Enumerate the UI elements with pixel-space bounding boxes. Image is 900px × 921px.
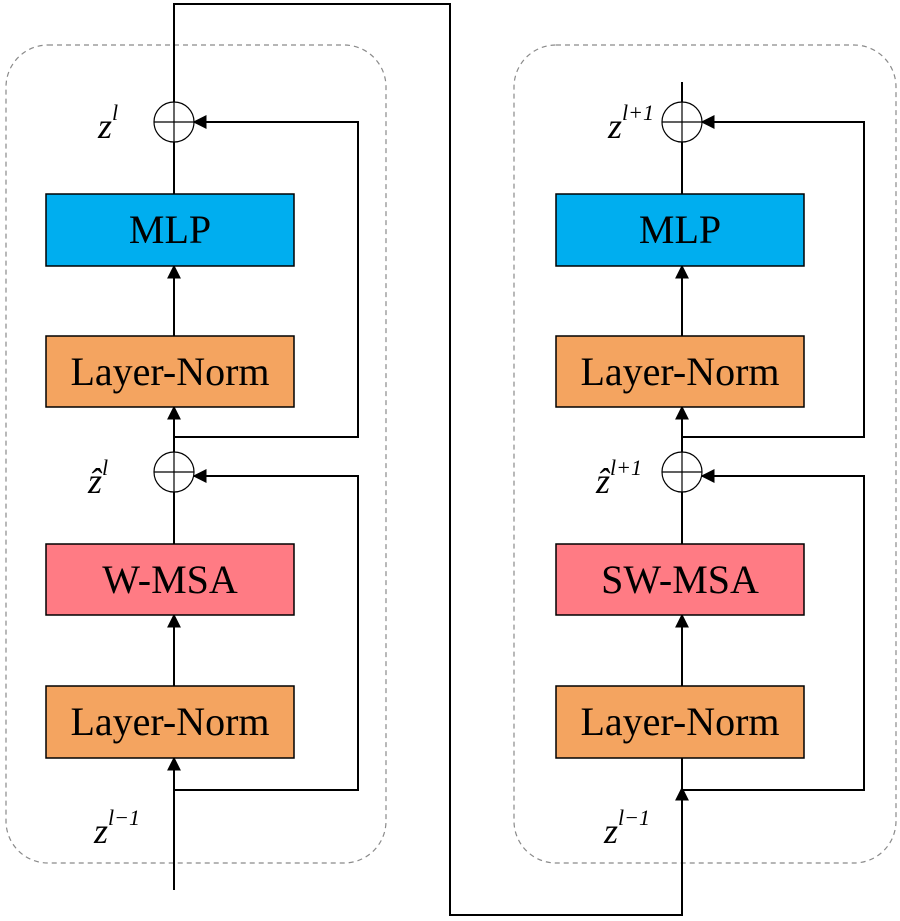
- left-output-label: zl: [97, 100, 118, 146]
- right-mlp-label: MLP: [639, 207, 721, 252]
- right-norm-top-box: [555, 335, 805, 408]
- left-mid-label: ẑl: [87, 455, 108, 501]
- left-block-frame: [5, 44, 387, 864]
- right-block-frame: [513, 44, 897, 864]
- left-norm-bottom-label: Layer-Norm: [70, 699, 269, 744]
- left-residual-2: [174, 115, 359, 438]
- right-block: MLP Layer-Norm SW-MSA Layer-Norm zl+1 ẑl…: [555, 82, 865, 851]
- right-mlp-box: [555, 193, 805, 267]
- left-input-label: zl−1: [93, 805, 140, 851]
- right-input-label: zl−1: [603, 805, 650, 851]
- right-norm-bottom-box: [555, 685, 805, 759]
- left-mlp-label: MLP: [129, 207, 211, 252]
- left-attention-box: [45, 543, 295, 616]
- circle-plus-icon: [153, 451, 195, 493]
- circle-plus-icon: [661, 451, 703, 493]
- right-residual-1: [682, 469, 865, 791]
- left-block: MLP Layer-Norm W-MSA Layer-Norm zl ẑl zl…: [45, 100, 359, 890]
- right-attention-box: [555, 543, 805, 616]
- left-norm-bottom-box: [45, 685, 295, 759]
- left-mlp-box: [45, 193, 295, 267]
- right-output-label: zl+1: [607, 100, 654, 146]
- right-norm-top-label: Layer-Norm: [580, 349, 779, 394]
- circle-plus-icon: [661, 101, 703, 143]
- left-residual-1: [174, 469, 359, 791]
- left-attention-label: W-MSA: [102, 557, 238, 602]
- right-mid-label: ẑl+1: [595, 455, 642, 501]
- left-norm-top-box: [45, 335, 295, 408]
- right-residual-2: [682, 115, 865, 438]
- right-norm-bottom-label: Layer-Norm: [580, 699, 779, 744]
- left-norm-top-label: Layer-Norm: [70, 349, 269, 394]
- circle-plus-icon: [153, 101, 195, 143]
- right-attention-label: SW-MSA: [601, 557, 759, 602]
- inter-block-connector: [173, 3, 689, 916]
